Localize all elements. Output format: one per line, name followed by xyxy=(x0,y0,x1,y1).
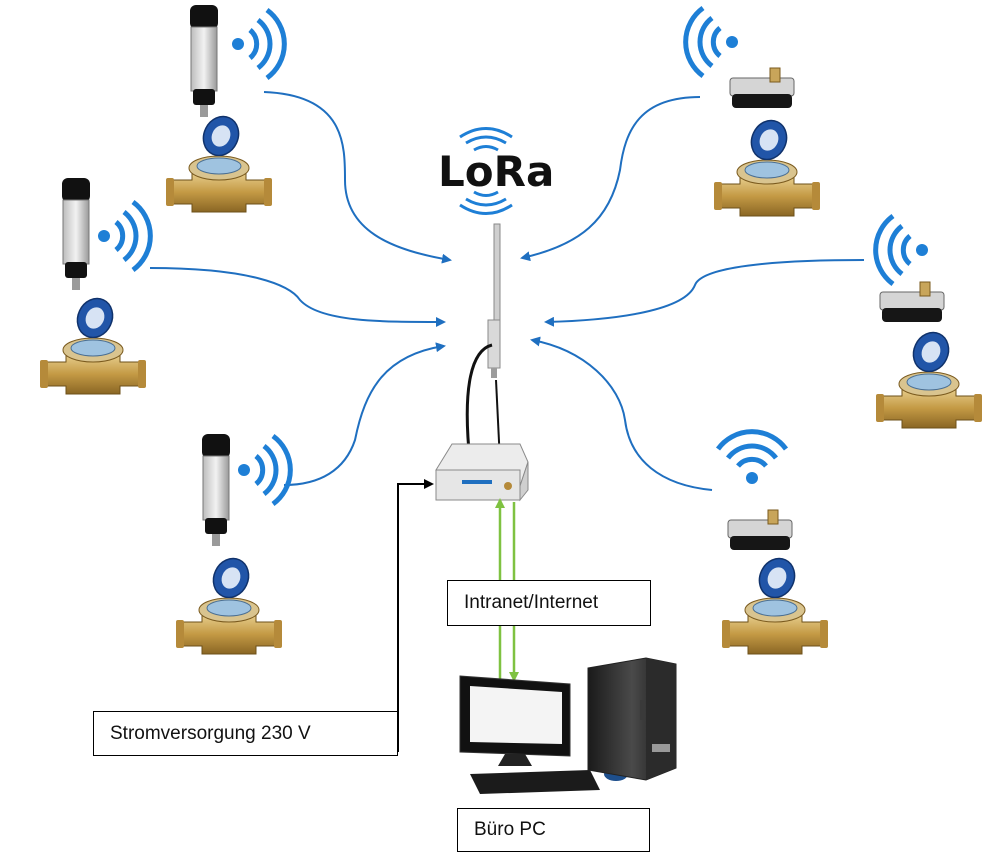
signal-waves-icon xyxy=(718,432,786,484)
signal-waves-icon xyxy=(232,10,284,78)
link-arrow-top-left xyxy=(263,91,452,264)
office-pc-label: Büro PC xyxy=(457,808,650,852)
power-supply-label: Stromversorgung 230 V xyxy=(93,711,398,756)
radio-module-icon xyxy=(201,433,231,547)
antenna-icon xyxy=(465,223,501,463)
lora-logo-text: LoRa xyxy=(438,147,554,196)
link-arrow-bottom-right xyxy=(530,336,713,491)
gateway-icon xyxy=(435,443,529,502)
radio-module-icon xyxy=(189,4,219,118)
signal-waves-icon xyxy=(876,216,928,284)
lora-waves-icon xyxy=(459,127,513,215)
power-arrow xyxy=(397,479,434,752)
link-arrow-mid-left xyxy=(149,267,446,327)
link-arrow-mid-right xyxy=(544,259,865,327)
clip-on-sensor-icon xyxy=(729,67,795,109)
signal-waves-icon xyxy=(98,202,150,270)
water-meter-icon xyxy=(875,325,983,429)
lora-link-arrows xyxy=(149,91,865,491)
water-meter-icon xyxy=(165,109,273,213)
desktop-pc-icon xyxy=(459,657,677,794)
lora-logo: LoRa xyxy=(438,127,554,215)
water-meter-icon xyxy=(721,551,829,655)
link-arrow-top-right xyxy=(520,96,701,262)
radio-module-icon xyxy=(61,177,91,291)
clip-on-sensor-icon xyxy=(879,281,945,323)
clip-on-sensor-icon xyxy=(727,509,793,551)
water-meter-icon xyxy=(713,113,821,217)
signal-waves-icon xyxy=(686,8,738,76)
water-meter-icon xyxy=(175,551,283,655)
signal-waves-icon xyxy=(238,436,290,504)
water-meter-icon xyxy=(39,291,147,395)
link-arrow-bottom-left xyxy=(283,342,446,486)
network-label: Intranet/Internet xyxy=(447,580,651,626)
